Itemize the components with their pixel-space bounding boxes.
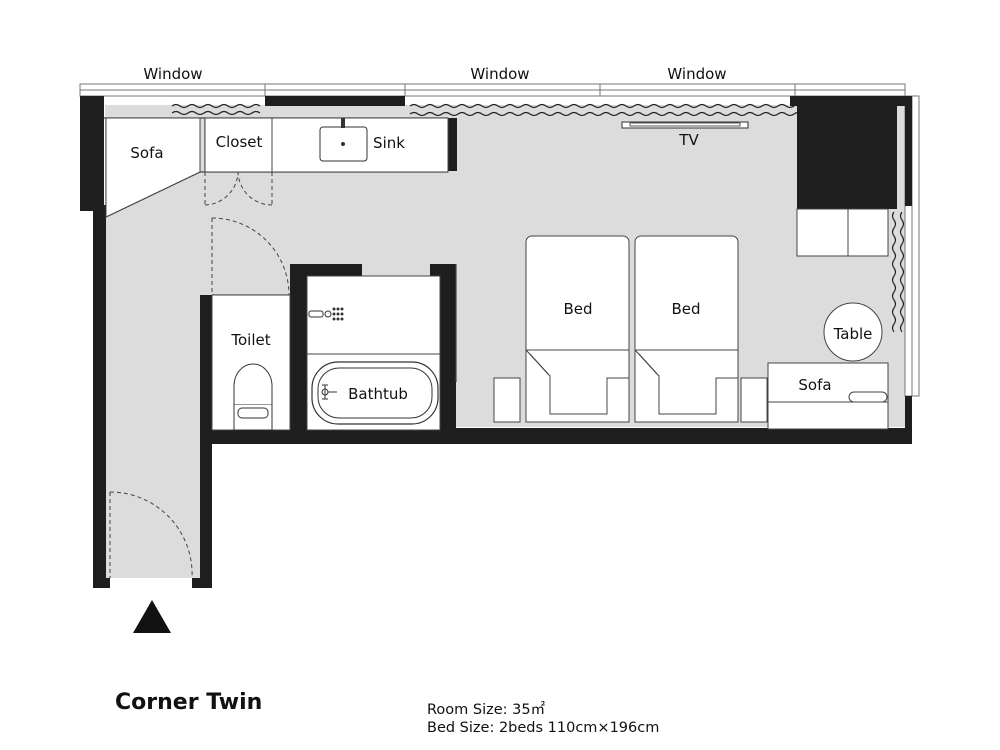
wall-right-lower: [905, 396, 912, 444]
sink-counter: [271, 117, 449, 173]
label-bathtub: Bathtub: [348, 385, 408, 403]
bath-room: [306, 275, 441, 431]
closet-unit: [204, 117, 273, 173]
label-closet: Closet: [216, 133, 263, 151]
plan-title: Corner Twin: [115, 690, 263, 715]
label-tv: TV: [678, 131, 699, 149]
wall-outer-left: [80, 96, 104, 211]
wall-top-mid: [265, 96, 405, 106]
wall-sink-right: [448, 118, 457, 171]
label-toilet: Toilet: [230, 331, 270, 349]
corridor-floor: [105, 400, 200, 578]
curtain-icon: [171, 103, 905, 333]
entrance-arrow-icon: [133, 600, 171, 633]
bed-right: [634, 235, 739, 423]
bed-left: [525, 235, 630, 423]
label-bed-left: Bed: [563, 300, 592, 318]
label-sofa-bottom: Sofa: [798, 376, 831, 394]
label-sink: Sink: [373, 134, 405, 152]
wall-bath-top: [290, 264, 362, 276]
tv: [621, 121, 749, 129]
toilet-room: [211, 294, 291, 431]
label-sofa-top: Sofa: [130, 144, 163, 162]
wall-bottom-left: [93, 578, 110, 588]
label-bed-right: Bed: [671, 300, 700, 318]
wall-toilet-bath: [290, 264, 307, 436]
wall-corridor-right: [200, 295, 212, 588]
room-size-text: Room Size: 35㎡: [427, 702, 546, 718]
label-window-left: Window: [143, 65, 202, 83]
wall-bottom-main: [200, 428, 912, 444]
bed-size-text: Bed Size: 2beds 110cm×196cm: [427, 720, 660, 736]
wall-right-upper: [905, 96, 912, 206]
sofa-top: [105, 117, 201, 218]
wall-bath-right: [440, 264, 456, 434]
nightstands: [493, 377, 768, 423]
bench: [796, 208, 889, 257]
label-window-right: Window: [667, 65, 726, 83]
walls: [80, 96, 912, 588]
wall-bottom-right: [192, 578, 212, 588]
labels: Window Window Window Sofa Closet Sink TV…: [130, 65, 872, 403]
closet-black-block: [797, 103, 897, 209]
table: [823, 302, 883, 362]
wall-top-right: [790, 96, 905, 106]
wall-corridor-left: [93, 205, 106, 588]
label-window-center: Window: [470, 65, 529, 83]
tub-faucet: [321, 384, 337, 400]
label-table: Table: [833, 325, 873, 343]
sofa-bottom: [767, 362, 889, 430]
shower-icon: [308, 307, 344, 321]
bathtub: [311, 361, 439, 425]
